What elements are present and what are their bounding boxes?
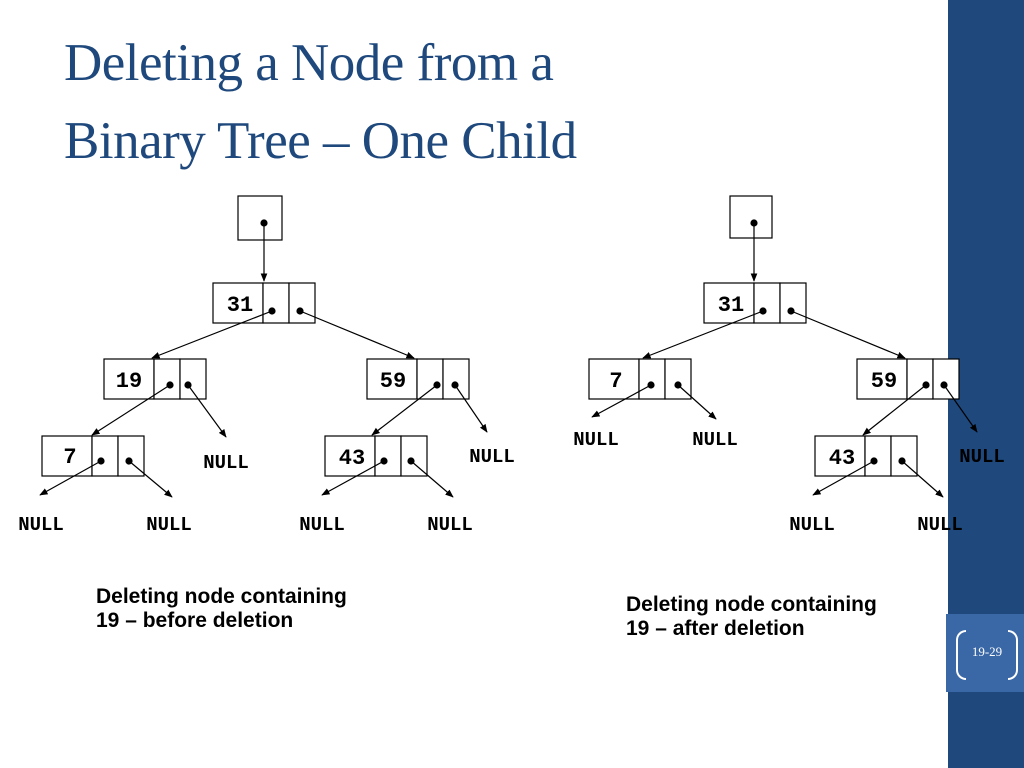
tree-node-43 — [814, 435, 918, 477]
null-label: NULL — [917, 514, 963, 536]
tree-node-59 — [856, 358, 960, 400]
null-label: NULL — [692, 429, 738, 451]
null-label: NULL — [573, 429, 619, 451]
before-pointer-dots — [97, 219, 459, 465]
slide-title: Deleting a Node from a Binary Tree – One… — [64, 24, 824, 180]
title-line-1: Deleting a Node from a — [64, 34, 554, 92]
before-caption-line-2: 19 – before deletion — [96, 609, 294, 632]
node-value: 59 — [871, 369, 897, 394]
node-value: 31 — [227, 293, 253, 318]
tree-node-7 — [41, 435, 145, 477]
after-caption-line-2: 19 – after deletion — [626, 617, 805, 640]
title-line-2: Binary Tree – One Child — [64, 112, 577, 170]
null-label: NULL — [427, 514, 473, 536]
node-value: 59 — [380, 369, 406, 394]
tree-node-59 — [366, 358, 470, 400]
null-label: NULL — [959, 446, 1005, 468]
before-tree — [39, 195, 488, 498]
after-caption-line-1: Deleting node containing — [626, 593, 877, 616]
null-label: NULL — [789, 514, 835, 536]
node-value: 43 — [829, 446, 855, 471]
after-labels: 31 7 59 43 NULL NULL NULL NULL NULL — [573, 293, 1005, 536]
node-value: 31 — [718, 293, 744, 318]
null-label: NULL — [469, 446, 515, 468]
tree-node-31 — [703, 282, 807, 324]
root-pointer-box — [729, 195, 773, 239]
page-number: 19-29 — [971, 644, 1003, 659]
root-pointer-box — [237, 195, 283, 241]
before-caption-line-1: Deleting node containing — [96, 585, 347, 608]
node-value: 19 — [116, 369, 142, 394]
before-caption: Deleting node containing 19 – before del… — [96, 585, 347, 633]
null-label: NULL — [203, 452, 249, 474]
after-caption: Deleting node containing 19 – after dele… — [626, 593, 877, 641]
node-value: 43 — [339, 446, 365, 471]
tree-node-7 — [588, 358, 692, 400]
node-value: 7 — [609, 369, 622, 394]
page-number-badge: 19-29 — [956, 630, 1018, 680]
node-value: 7 — [63, 445, 76, 470]
null-label: NULL — [18, 514, 64, 536]
after-tree — [588, 195, 978, 498]
left-brace-icon — [956, 630, 966, 680]
tree-node-43 — [324, 435, 428, 477]
after-pointer-dots — [647, 219, 948, 465]
before-labels: 31 19 59 7 43 NULL NULL NULL NULL NULL N… — [18, 293, 515, 536]
null-label: NULL — [299, 514, 345, 536]
tree-node-31 — [212, 282, 316, 324]
null-label: NULL — [146, 514, 192, 536]
